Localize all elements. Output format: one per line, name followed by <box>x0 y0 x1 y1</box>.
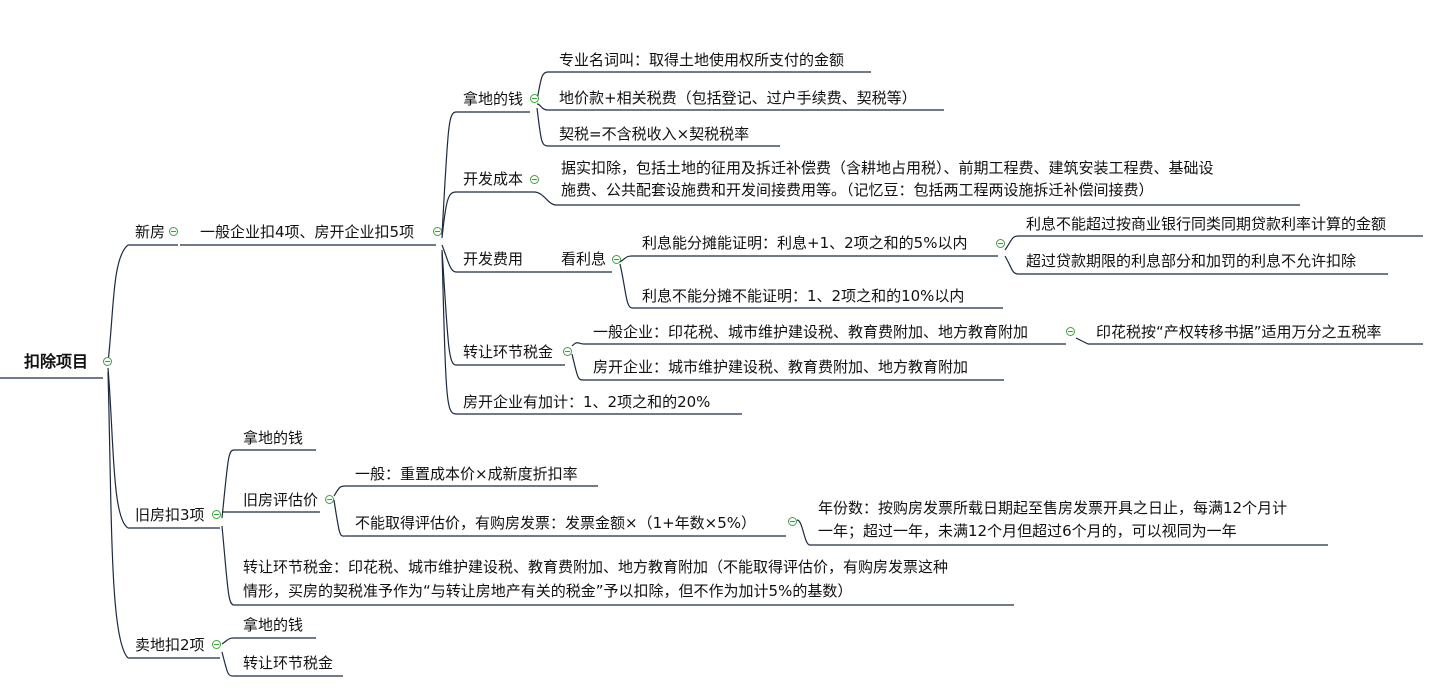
connector-root-new <box>107 244 129 363</box>
old-transfer-line-1[interactable]: 转让环节税金：印花税、城市维护建设税、教育费附加、地方教育附加（不能取得评估价，… <box>243 558 949 576</box>
collapse-icon[interactable] <box>212 640 221 649</box>
connector-years-note <box>796 519 811 546</box>
collapse-icon[interactable] <box>103 357 112 366</box>
connector-old-branches <box>221 449 235 606</box>
can-split-rule[interactable]: 利息能分摊能证明：利息+1、2项之和的5%以内 <box>642 234 968 252</box>
dev-cost-line-1[interactable]: 据实扣除，包括土地的征用及拆迁补偿费（含耕地占用税）、前期工程费、建筑安装工程费… <box>561 159 1214 177</box>
connector-can-split-notes <box>1004 235 1019 275</box>
collapse-icon[interactable] <box>433 227 442 236</box>
transfer-general[interactable]: 一般企业：印花税、城市维护建设税、教育费附加、地方教育附加 <box>593 323 1029 341</box>
years-note-line-2[interactable]: 一年；超过一年，未满12个月但超过6个月的，可以视同为一年 <box>818 522 1237 540</box>
collapse-icon[interactable] <box>530 175 539 184</box>
land-item-1[interactable]: 专业名词叫：取得土地使用权所支付的金额 <box>559 51 845 69</box>
node-transfer-tax[interactable]: 转让环节税金 <box>463 343 554 361</box>
connector-summary-transfer <box>441 249 457 366</box>
appraisal-no-appraisal[interactable]: 不能取得评估价，有购房发票：发票金额×（1+年数×5%） <box>355 514 757 532</box>
node-land-sale[interactable]: 卖地扣2项 <box>135 636 205 654</box>
connector-root-land <box>107 371 129 659</box>
cannot-split-rule[interactable]: 利息不能分摊不能证明：1、2项之和的10%以内 <box>642 287 965 305</box>
connector-appraisal-branches <box>333 485 347 537</box>
node-look-interest[interactable]: 看利息 <box>561 250 607 268</box>
node-dev-expense[interactable]: 开发费用 <box>463 250 524 268</box>
land-sale-item-2[interactable]: 转让环节税金 <box>243 654 334 672</box>
node-developer-bonus[interactable]: 房开企业有加计：1、2项之和的20% <box>463 393 711 411</box>
old-transfer-line-2[interactable]: 情形，买房的契税准予作为“与转让房地产有关的税金”予以扣除，但不作为加计5%的基… <box>243 582 853 600</box>
node-dev-cost[interactable]: 开发成本 <box>463 170 524 188</box>
land-sale-item-1[interactable]: 拿地的钱 <box>243 616 304 634</box>
connector-general-note <box>1075 337 1089 345</box>
connector-summary-land <box>441 111 457 236</box>
node-old-house[interactable]: 旧房扣3项 <box>135 506 205 524</box>
connector-summary-bonus <box>441 251 457 415</box>
collapse-icon[interactable] <box>169 227 178 236</box>
connector-land-items <box>536 71 549 147</box>
can-split-note-1[interactable]: 利息不能超过按商业银行同类同期贷款利率计算的金额 <box>1026 215 1387 233</box>
land-item-2[interactable]: 地价款+相关税费（包括登记、过户手续费、契税等） <box>559 89 917 107</box>
connector-summary-devexp <box>441 244 457 273</box>
connector-look-branches <box>619 255 633 309</box>
connector-summary-devcost <box>441 191 457 239</box>
node-new-house[interactable]: 新房 <box>135 223 166 241</box>
dev-cost-line-2[interactable]: 施费、公共配套设施费和开发间接费用等。（记忆豆：包括两工程两设施拆迁补偿间接费） <box>561 181 1154 199</box>
collapse-icon[interactable] <box>788 517 797 526</box>
collapse-icon[interactable] <box>212 510 221 519</box>
appraisal-general[interactable]: 一般：重置成本价×成新度折扣率 <box>355 465 578 483</box>
node-new-house-summary[interactable]: 一般企业扣4项、房开企业扣5项 <box>200 223 415 241</box>
connector-root-old <box>107 367 129 529</box>
land-item-3[interactable]: 契税=不含税收入×契税税率 <box>559 125 750 143</box>
years-note-line-1[interactable]: 年份数：按购房发票所载日期起至售房发票开具之日止，每满12个月计 <box>818 499 1288 517</box>
collapse-icon[interactable] <box>530 94 539 103</box>
collapse-icon[interactable] <box>996 239 1005 248</box>
collapse-icon[interactable] <box>325 495 334 504</box>
transfer-developer[interactable]: 房开企业：城市维护建设税、教育费附加、地方教育附加 <box>593 358 969 376</box>
connector-landsale-branches <box>221 637 235 677</box>
node-old-appraisal[interactable]: 旧房评估价 <box>243 491 319 509</box>
node-land-cost[interactable]: 拿地的钱 <box>463 90 524 108</box>
can-split-note-2[interactable]: 超过贷款期限的利息部分和加罚的利息不允许扣除 <box>1026 252 1357 270</box>
old-land-cost[interactable]: 拿地的钱 <box>243 429 304 447</box>
connector-transfer-branches <box>571 342 585 381</box>
root-node[interactable]: 扣除项目 <box>24 352 89 371</box>
collapse-icon[interactable] <box>1066 327 1075 336</box>
collapse-icon[interactable] <box>612 255 621 264</box>
collapse-icon[interactable] <box>563 347 572 356</box>
transfer-general-note[interactable]: 印花税按“产权转移书据”适用万分之五税率 <box>1096 323 1382 341</box>
connector-devcost-text <box>533 191 557 206</box>
